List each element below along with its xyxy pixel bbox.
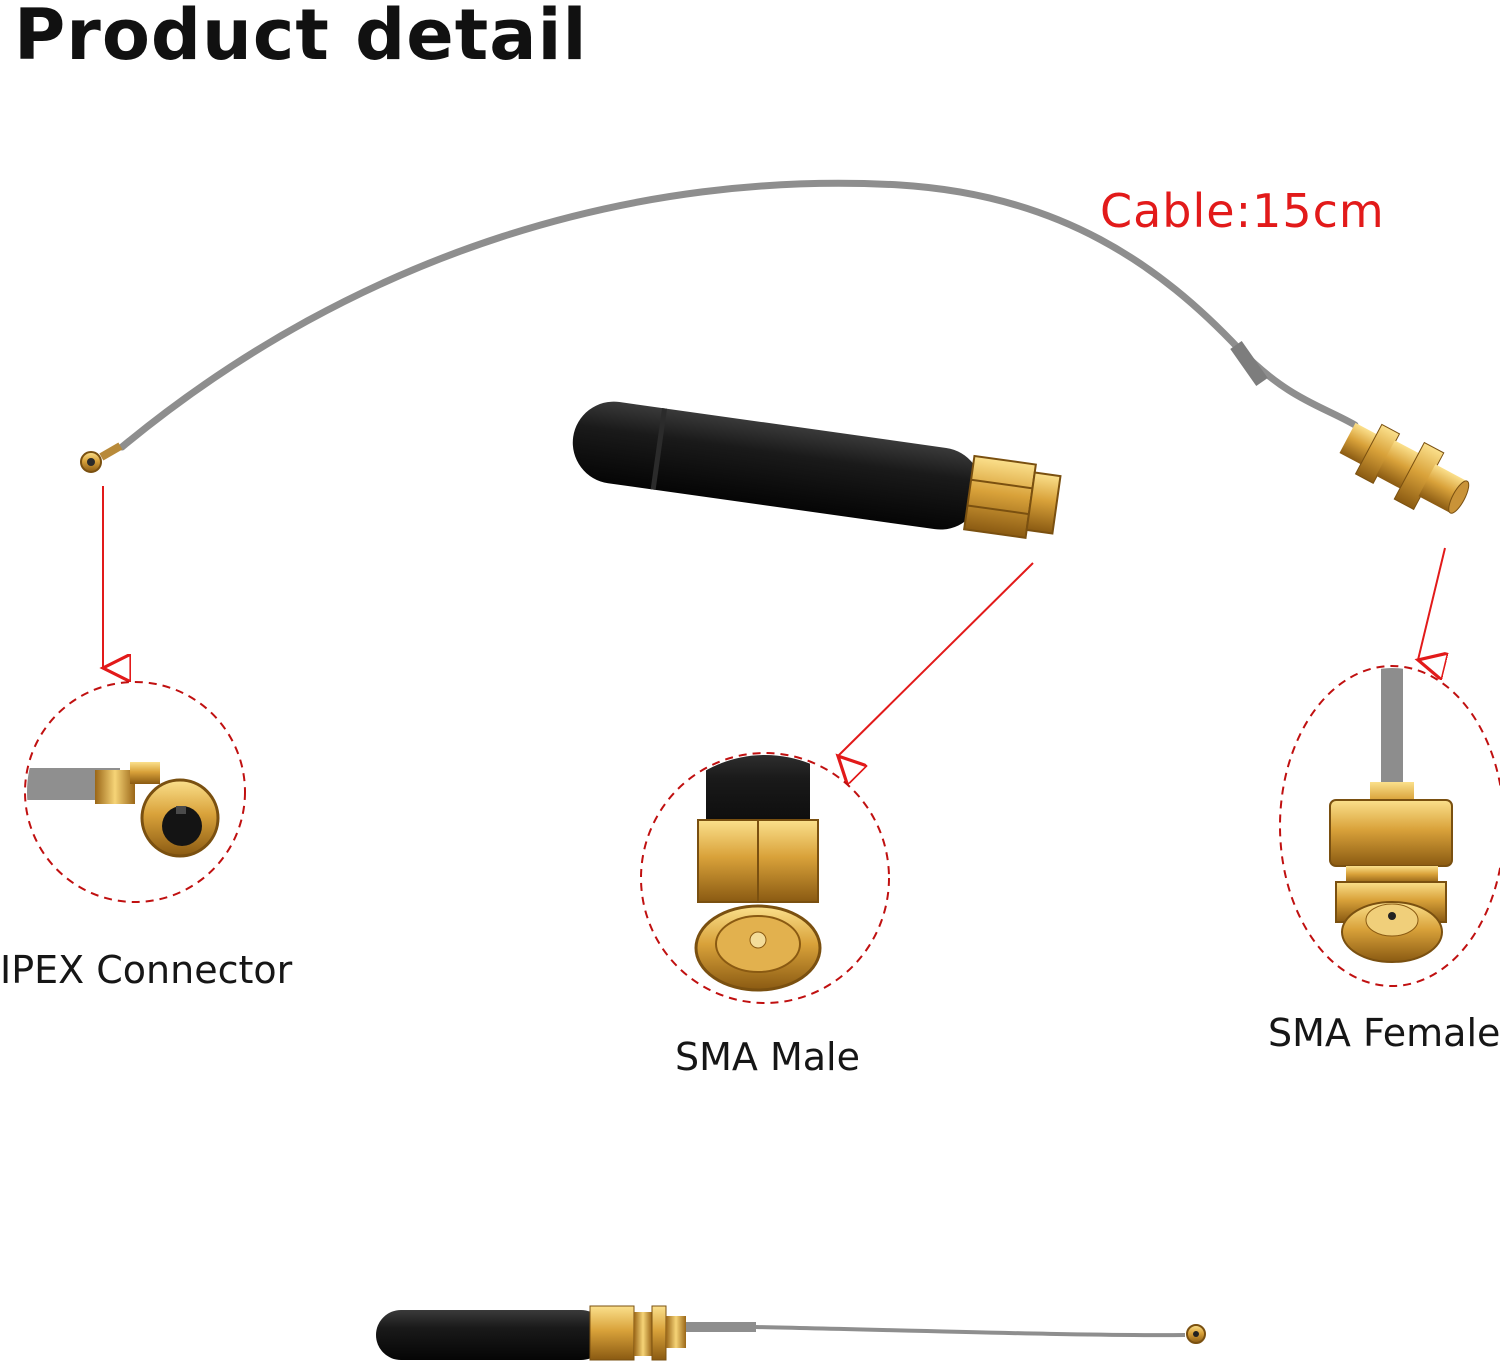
sma-male-pointer-arrow (838, 562, 1034, 756)
sma-female-detail-view (1279, 665, 1500, 987)
coax-cable (118, 179, 1359, 451)
assembled-antenna-with-cable (376, 1305, 1206, 1361)
sma-female-label: SMA Female (1268, 1011, 1500, 1055)
page-title: Product detail (14, 0, 588, 76)
sma-male-detail-view (640, 752, 890, 1004)
ipex-detail-view (24, 681, 246, 903)
stubby-antenna-icon (572, 401, 1062, 539)
sma-female-connector-icon (1339, 422, 1470, 514)
sma-female-pointer-arrow (1418, 547, 1445, 660)
sma-male-label: SMA Male (675, 1035, 860, 1079)
cable-length-label: Cable:15cm (1100, 184, 1385, 238)
ipex-connector-label: IPEX Connector (0, 948, 293, 992)
ipex-connector-icon (80, 442, 123, 473)
